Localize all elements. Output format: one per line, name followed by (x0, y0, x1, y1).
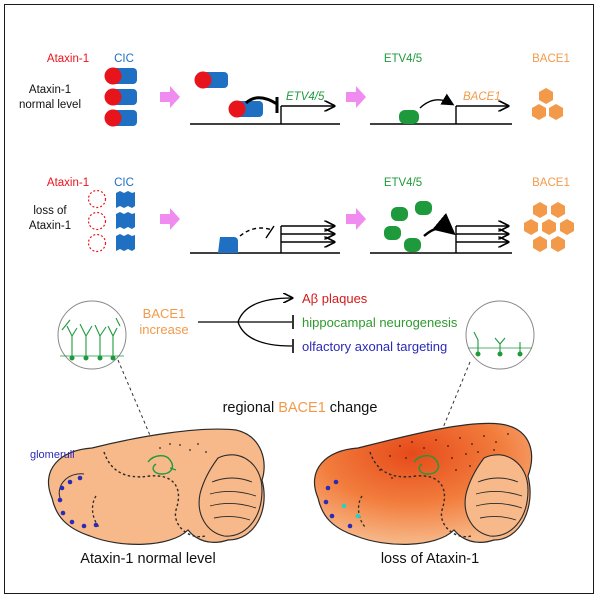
bace-promoter-upregulated (370, 201, 512, 254)
effects-source-line1: BACE1 (143, 306, 186, 321)
bace1-effects: BACE1 increase Aβ plaques hippocampal ne… (139, 291, 457, 354)
outcome-hippocampal-neurogenesis: hippocampal neurogenesis (302, 315, 458, 330)
bace-hexagons-elevated (524, 202, 574, 252)
row2-protein-etv: ETV4/5 (384, 177, 422, 189)
pink-arrow-1 (160, 86, 180, 108)
pink-arrow-3 (160, 208, 180, 230)
row2-label-ataxin: Ataxin-1 (47, 177, 89, 189)
row2-condition-line1: loss of (33, 205, 67, 217)
glomeruli-dots-left (57, 475, 99, 529)
row1-label-cic: CIC (114, 53, 134, 65)
row2-loss: Ataxin-1 CIC loss of Ataxin-1 ETV4/5 (29, 177, 574, 254)
glomeruli-dots-right (323, 479, 353, 529)
outcome-abeta-plaques: Aβ plaques (302, 291, 368, 306)
brains-title: regional BACE1 change (223, 400, 378, 416)
effects-source-line2: increase (139, 322, 188, 337)
bace-hexagons-normal (532, 88, 563, 120)
right-brain-loss (313, 422, 533, 545)
row2-condition-line2: Ataxin-1 (29, 220, 71, 232)
left-brain-caption: Ataxin-1 normal level (80, 551, 215, 567)
row1-condition-line1: Ataxin-1 (29, 84, 71, 96)
row1-condition-line2: normal level (19, 99, 81, 111)
ataxin-cic-complex-stack (104, 67, 137, 127)
row2-protein-bace: BACE1 (532, 177, 570, 189)
outcome-olfactory-axonal-targeting: olfactory axonal targeting (302, 339, 447, 354)
ataxin-absent-cic-unstable (87, 189, 135, 253)
left-zoom-inset (57, 300, 153, 441)
row1-protein-etv: ETV4/5 (384, 53, 422, 65)
gene-etv-label: ETV4/5 (286, 91, 325, 103)
etv-promoter-derepressed (190, 226, 340, 254)
pink-arrow-2 (346, 86, 366, 108)
pink-arrow-4 (346, 208, 366, 230)
gene-bace-label: BACE1 (463, 91, 501, 103)
right-zoom-inset (437, 300, 535, 441)
row1-label-ataxin: Ataxin-1 (47, 53, 89, 65)
row1-protein-bace: BACE1 (532, 53, 570, 65)
row2-label-cic: CIC (114, 177, 134, 189)
right-brain-caption: loss of Ataxin-1 (381, 551, 479, 567)
glomeruli-label: glomeruli (30, 449, 75, 461)
mistargeted-dots-right (341, 503, 361, 519)
bace-promoter-active: BACE1 (370, 91, 512, 125)
etv-promoter-repressed: ETV4/5 (190, 71, 340, 125)
row1-normal: Ataxin-1 CIC Ataxin-1 normal level ETV4 (19, 53, 570, 127)
left-brain-normal (47, 428, 265, 545)
